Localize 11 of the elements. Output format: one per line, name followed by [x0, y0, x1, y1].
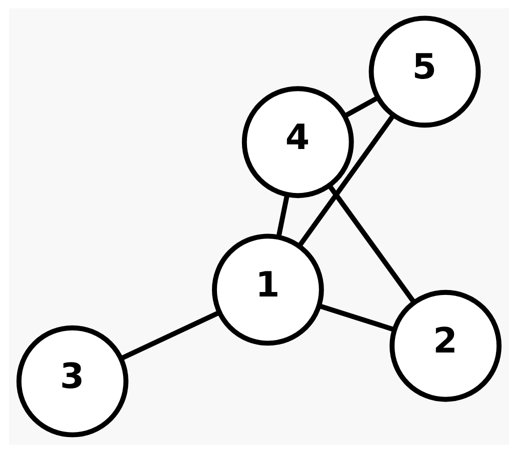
- connector: [276, 194, 289, 238]
- connector: [343, 96, 378, 118]
- node-circle: 1: [211, 234, 324, 346]
- connector: [326, 184, 416, 304]
- node-circle: 5: [368, 16, 480, 128]
- connector: [120, 310, 220, 360]
- node-circle: 2: [389, 290, 502, 402]
- connector: [318, 304, 394, 332]
- node-circle: 4: [241, 86, 354, 198]
- connector: [297, 114, 395, 248]
- node-circle: 3: [16, 325, 128, 438]
